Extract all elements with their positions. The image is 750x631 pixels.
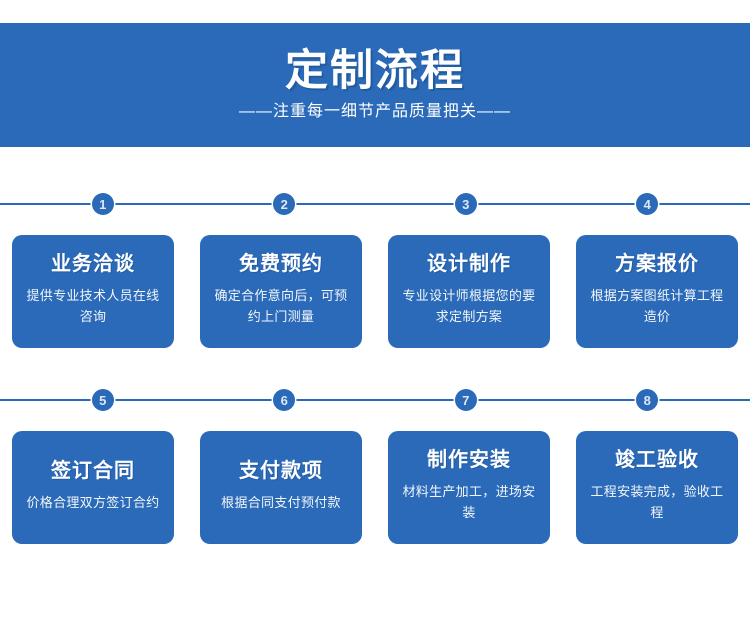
step-badge-5[interactable]: 5 <box>91 389 114 411</box>
step-card-title: 设计制作 <box>427 253 511 275</box>
marker-cell: 6 <box>194 382 376 418</box>
step-card-title: 支付款项 <box>239 459 323 482</box>
step-card-title: 制作安装 <box>427 449 511 471</box>
step-card-5[interactable]: 签订合同 价格合理双方签订合约 <box>12 431 174 544</box>
step-rail-1: 1 2 3 4 <box>0 186 750 222</box>
step-card-title: 竣工验收 <box>615 449 699 471</box>
process-row-2: 5 6 7 8 签订合同 价格合理双方签订合约 支付款项 根据合同支付预付款 制… <box>0 382 750 544</box>
step-card-title: 签订合同 <box>51 459 135 482</box>
process-row-1: 1 2 3 4 业务洽谈 提供专业技术人员在线咨询 免费预约 确定合作意向后，可… <box>0 186 750 348</box>
step-card-description: 根据方案图纸计算工程造价 <box>590 288 724 324</box>
step-card-description: 提供专业技术人员在线咨询 <box>26 288 160 324</box>
marker-cell: 5 <box>12 382 194 418</box>
step-cards-1: 业务洽谈 提供专业技术人员在线咨询 免费预约 确定合作意向后，可预约上门测量 设… <box>0 235 750 348</box>
step-card-4[interactable]: 方案报价 根据方案图纸计算工程造价 <box>576 235 738 348</box>
step-card-title: 业务洽谈 <box>51 253 135 275</box>
step-cards-2: 签订合同 价格合理双方签订合约 支付款项 根据合同支付预付款 制作安装 材料生产… <box>0 431 750 544</box>
step-card-description: 确定合作意向后，可预约上门测量 <box>214 288 348 324</box>
marker-cell: 3 <box>375 186 557 222</box>
step-badge-4[interactable]: 4 <box>636 193 659 215</box>
step-rail-2: 5 6 7 8 <box>0 382 750 418</box>
step-badge-2[interactable]: 2 <box>273 193 296 215</box>
step-card-title: 免费预约 <box>239 253 323 275</box>
step-card-1[interactable]: 业务洽谈 提供专业技术人员在线咨询 <box>12 235 174 348</box>
step-card-description: 根据合同支付预付款 <box>221 494 341 510</box>
marker-cell: 4 <box>557 186 739 222</box>
step-badge-1[interactable]: 1 <box>91 193 114 215</box>
step-card-3[interactable]: 设计制作 专业设计师根据您的要求定制方案 <box>388 235 550 348</box>
step-card-description: 工程安装完成，验收工程 <box>590 484 724 520</box>
step-card-description: 专业设计师根据您的要求定制方案 <box>402 288 536 324</box>
rail-markers-2: 5 6 7 8 <box>0 382 750 418</box>
step-card-title: 方案报价 <box>615 253 699 275</box>
step-badge-3[interactable]: 3 <box>454 193 477 215</box>
rail-line-icon <box>0 203 750 205</box>
step-card-description: 价格合理双方签订合约 <box>26 494 160 510</box>
step-card-8[interactable]: 竣工验收 工程安装完成，验收工程 <box>576 431 738 544</box>
page-subtitle: ——注重每一细节产品质量把关—— <box>238 102 511 120</box>
step-card-7[interactable]: 制作安装 材料生产加工，进场安装 <box>388 431 550 544</box>
marker-cell: 7 <box>375 382 557 418</box>
marker-cell: 1 <box>12 186 194 222</box>
marker-cell: 2 <box>194 186 376 222</box>
rail-markers-1: 1 2 3 4 <box>0 186 750 222</box>
page-banner: 定制流程 ——注重每一细节产品质量把关—— <box>0 23 750 147</box>
step-badge-6[interactable]: 6 <box>273 389 296 411</box>
step-badge-7[interactable]: 7 <box>454 389 477 411</box>
rail-line-icon <box>0 399 750 401</box>
page-title: 定制流程 <box>285 46 465 95</box>
step-badge-8[interactable]: 8 <box>636 389 659 411</box>
step-card-description: 材料生产加工，进场安装 <box>402 484 536 520</box>
step-card-6[interactable]: 支付款项 根据合同支付预付款 <box>200 431 362 544</box>
step-card-2[interactable]: 免费预约 确定合作意向后，可预约上门测量 <box>200 235 362 348</box>
marker-cell: 8 <box>557 382 739 418</box>
